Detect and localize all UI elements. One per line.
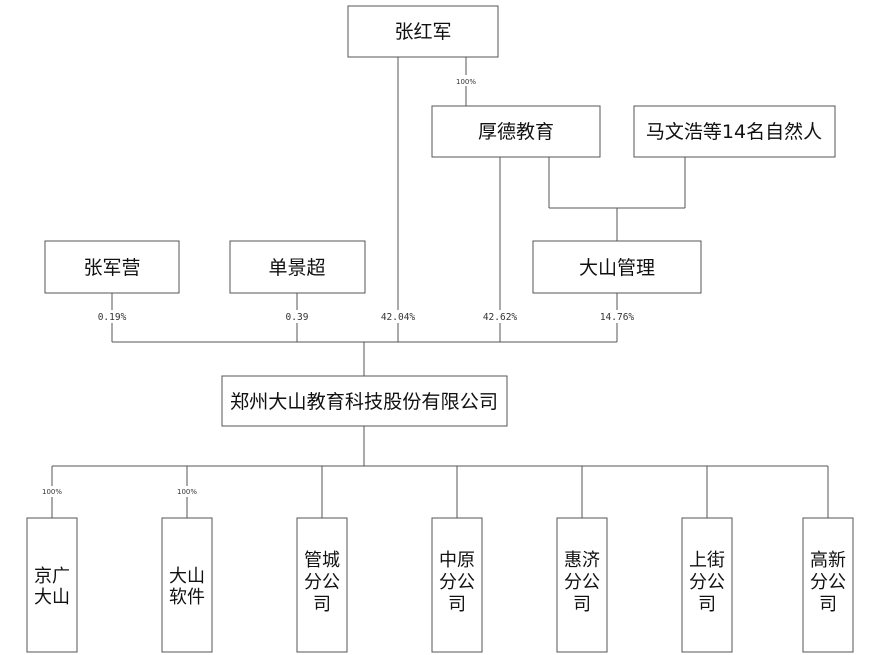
- pct-zhang-to-houde: 100%: [456, 78, 476, 86]
- node-sub-shangjie-branch: 上街 分公 司: [681, 517, 733, 653]
- connector-lines: [51, 57, 829, 518]
- sub-line-3: 司: [819, 594, 837, 615]
- sub-line-2: 分公: [564, 572, 600, 593]
- sub-line-1: 高新: [810, 550, 846, 571]
- sub-line-3: 司: [313, 594, 331, 615]
- node-company: 郑州大山教育科技股份有限公司: [221, 375, 508, 427]
- sub-line-1: 管城: [304, 550, 340, 571]
- node-sub-jingguang-dashan: 京广 大山: [26, 517, 78, 653]
- node-sub-guancheng-branch: 管城 分公 司: [296, 517, 348, 653]
- node-sub-gaoxin-branch: 高新 分公 司: [802, 517, 854, 653]
- sub-line-2: 分公: [439, 572, 475, 593]
- node-zhang-junying: 张军营: [44, 240, 180, 294]
- node-ma-wenhao-group: 马文浩等14名自然人: [633, 105, 836, 158]
- sub-line-3: 司: [573, 594, 591, 615]
- sub-line-2: 分公: [810, 572, 846, 593]
- node-label: 马文浩等14名自然人: [646, 121, 822, 143]
- sub-line-2: 软件: [169, 587, 205, 608]
- node-label: 张红军: [394, 21, 451, 43]
- pct-houde-education: 42.62%: [483, 312, 518, 323]
- node-label: 郑州大山教育科技股份有限公司: [230, 391, 498, 413]
- pct-dashan-management: 14.76%: [600, 312, 635, 323]
- sub-line-1: 惠济: [564, 550, 600, 571]
- node-label: 大山管理: [579, 257, 655, 279]
- node-houde-education: 厚德教育: [431, 105, 601, 158]
- pct-zhang-hongjun: 42.04%: [381, 312, 416, 323]
- pct-dashan-software: 100%: [177, 488, 197, 496]
- node-sub-zhongyuan-branch: 中原 分公 司: [431, 517, 483, 653]
- node-shan-jingchao: 单景超: [229, 240, 366, 294]
- pct-jingguang-dashan: 100%: [42, 488, 62, 496]
- node-dashan-management: 大山管理: [532, 240, 702, 294]
- sub-line-1: 中原: [439, 550, 475, 571]
- node-label: 张军营: [83, 257, 140, 279]
- sub-line-1: 大山: [169, 566, 205, 587]
- node-label: 单景超: [268, 257, 325, 279]
- percentage-labels: 100% 0.19% 0.39 42.04% 42.62% 14.76% 100…: [41, 75, 639, 497]
- sub-line-1: 上街: [689, 550, 725, 571]
- sub-line-1: 京广: [34, 566, 70, 587]
- node-label: 厚德教育: [478, 121, 554, 143]
- sub-line-3: 司: [698, 594, 716, 615]
- sub-line-2: 分公: [304, 572, 340, 593]
- node-sub-dashan-software: 大山 软件: [161, 517, 213, 653]
- node-sub-huiji-branch: 惠济 分公 司: [556, 517, 608, 653]
- sub-line-2: 分公: [689, 572, 725, 593]
- pct-shan-jingchao: 0.39: [286, 312, 309, 323]
- node-zhang-hongjun: 张红军: [347, 5, 499, 58]
- sub-line-3: 司: [448, 594, 466, 615]
- pct-zhang-junying: 0.19%: [98, 312, 127, 323]
- sub-line-2: 大山: [34, 587, 70, 608]
